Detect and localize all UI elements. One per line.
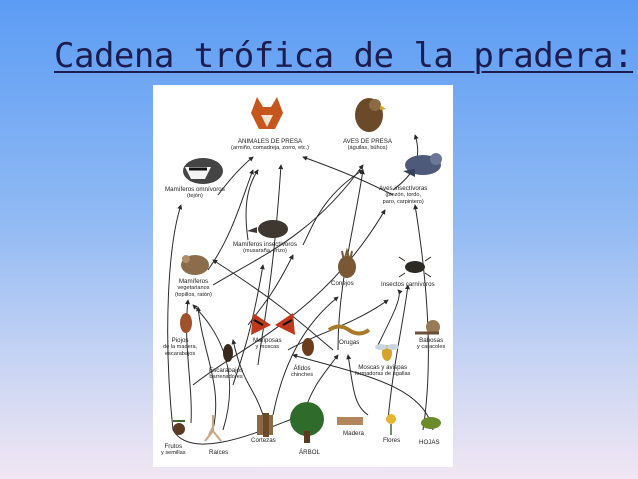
label-raices: Raíces	[209, 449, 229, 456]
label-mamiferos-vegetarianos: Mamíferos vegetarianos (topillos, ratón)	[175, 278, 212, 298]
mouse-icon	[181, 255, 209, 275]
label-arbol: ÁRBOL	[299, 449, 320, 456]
label-insectos-carnivoros: Insectos carnívoros	[381, 281, 435, 288]
label-flores: Flores	[383, 437, 401, 444]
eagle-icon	[355, 98, 386, 132]
label-aves-presa: AVES DE PRESA (águilas, búhos)	[343, 138, 393, 151]
fox-icon	[251, 97, 283, 129]
flower-icon	[386, 414, 396, 435]
slide-title: Cadena trófica de la pradera:	[54, 36, 634, 76]
label-mamiferos-insectivoros: Mamíferos insectívoros (musaraña, erizo)	[233, 241, 297, 254]
aphid-icon	[302, 338, 314, 356]
food-web-arrows	[167, 97, 442, 445]
snail-icon	[415, 320, 440, 335]
shrew-icon	[247, 220, 288, 238]
food-web-diagram: ANIMALES DE PRESA (armiño, comadreja, zo…	[153, 85, 453, 467]
tree-icon	[290, 402, 324, 443]
label-escarabajos: Escarabajos barrenadores	[209, 367, 244, 380]
label-piojos: Piojos de la madera, escarabajos	[163, 337, 198, 357]
label-aves-insectivoras: Aves insectívoras (pinzón, tordo, paro, …	[379, 185, 428, 205]
root-icon	[204, 415, 222, 442]
label-afidos: Áfidos chinches	[291, 365, 314, 378]
label-cortezas: Cortezas	[251, 437, 276, 444]
label-mamiferos-omnivoros: Mamíferos omnívoros (tejón)	[165, 186, 225, 199]
label-frutos: Frutos y semillas	[161, 443, 186, 456]
caterpillar-icon	[327, 324, 371, 336]
log-icon	[337, 417, 363, 425]
rabbit-icon	[338, 247, 356, 278]
label-orugas: Orugas	[339, 339, 360, 346]
beetle-icon	[398, 256, 432, 278]
leaf-icon	[421, 417, 441, 429]
fruit-icon	[173, 420, 185, 435]
label-babosas: Babosas y caracoles	[417, 337, 446, 350]
finch-icon	[403, 153, 442, 177]
butterfly-icon	[251, 313, 295, 335]
label-hojas: HOJAS	[419, 439, 440, 446]
label-mariposas: Mariposas y moscas	[253, 337, 282, 350]
label-animales-presa: ANIMALES DE PRESA (armiño, comadreja, zo…	[231, 138, 310, 151]
bark-icon	[257, 413, 273, 437]
badger-icon	[183, 158, 223, 184]
label-madera: Madera	[343, 430, 364, 437]
bug-icon	[223, 344, 233, 362]
label-moscas-avispas: Moscas y avispas formadoras de agallas	[355, 364, 411, 377]
wasp-icon	[375, 344, 399, 361]
wood-louse-icon	[180, 313, 192, 333]
label-conejos: Conejos	[331, 280, 354, 287]
